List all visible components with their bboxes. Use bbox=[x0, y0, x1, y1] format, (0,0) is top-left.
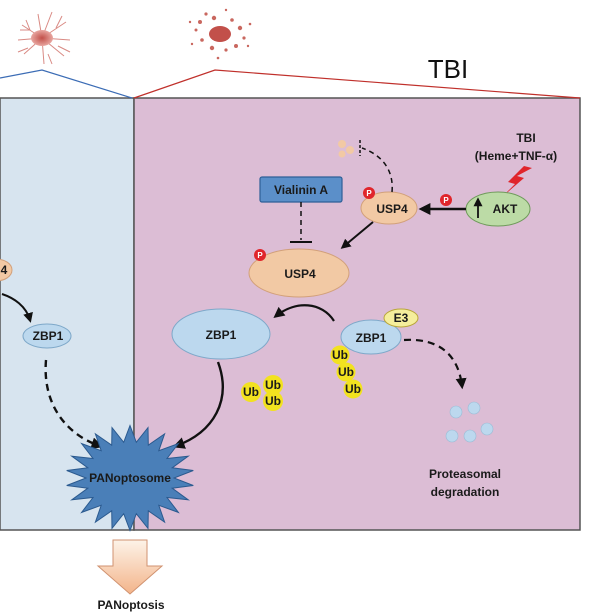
zbp1-control-label: ZBP1 bbox=[33, 329, 64, 343]
control-to-panoptosome-arrow bbox=[44, 359, 104, 450]
degraded-fragments-icon bbox=[338, 140, 354, 158]
panoptosome-label: PANoptosome bbox=[89, 471, 171, 485]
proteasomal-label-line1: Proteasomal bbox=[429, 467, 501, 481]
lightning-icon bbox=[501, 166, 532, 198]
usp4-main-phospho-badge: P bbox=[254, 249, 266, 261]
panoptosis-label: PANoptosis bbox=[97, 598, 164, 612]
usp4-degradation-dashed bbox=[361, 147, 393, 193]
control-zoom-line bbox=[0, 69, 133, 99]
ubiquitin-chain: Ub Ub Ub bbox=[330, 345, 363, 399]
svg-text:Ub: Ub bbox=[332, 348, 348, 362]
usp4-upper-label: USP4 bbox=[376, 202, 408, 216]
svg-text:Ub: Ub bbox=[243, 385, 259, 399]
zbp1-to-panoptosome-arrow bbox=[172, 361, 224, 449]
zbp1-stable-label: ZBP1 bbox=[206, 328, 237, 342]
svg-text:P: P bbox=[443, 196, 449, 205]
stimulus-detail: (Heme+TNF-α) bbox=[475, 149, 557, 163]
usp4-upper-phospho-badge: P bbox=[363, 187, 375, 199]
svg-text:Ub: Ub bbox=[265, 378, 281, 392]
free-ubiquitin: Ub Ub Ub bbox=[241, 375, 283, 411]
tbi-zoom-line bbox=[133, 69, 581, 99]
usp4-phospho-node bbox=[360, 191, 418, 225]
damaged-neuron-icon bbox=[188, 8, 252, 60]
usp4-left-partial-node: 4 bbox=[0, 258, 13, 282]
degradation-arrow bbox=[403, 338, 467, 390]
e3-ligase-label: E3 bbox=[394, 311, 409, 325]
usp4-activation-arrow bbox=[340, 221, 374, 249]
akt-phospho-badge: P bbox=[440, 194, 452, 206]
svg-text:4: 4 bbox=[1, 263, 8, 277]
zbp1-control-node bbox=[22, 323, 72, 349]
healthy-neuron-icon bbox=[17, 11, 71, 65]
zbp1-ubiquitinated-label: ZBP1 bbox=[356, 331, 387, 345]
usp4-main-node bbox=[248, 248, 350, 298]
proteasome-fragments-icon bbox=[445, 401, 494, 443]
zbp1-ubiquitinated-node bbox=[340, 319, 402, 355]
zbp1-stable-node bbox=[171, 308, 271, 360]
tbi-region-title: TBI bbox=[428, 54, 468, 84]
left-deubiquitination-arrow bbox=[1, 293, 33, 323]
panoptosis-arrow-icon bbox=[96, 539, 164, 595]
svg-text:Ub: Ub bbox=[345, 382, 361, 396]
deubiquitination-arrow bbox=[273, 304, 335, 322]
svg-text:P: P bbox=[366, 189, 372, 198]
svg-text:Ub: Ub bbox=[338, 365, 354, 379]
panoptosome-node bbox=[66, 424, 194, 532]
svg-text:P: P bbox=[257, 251, 263, 260]
akt-label: AKT bbox=[493, 202, 518, 216]
usp4-main-label: USP4 bbox=[284, 267, 316, 281]
e3-ligase-node bbox=[383, 308, 419, 328]
vialinin-a-label: Vialinin A bbox=[274, 183, 328, 197]
stimulus-title: TBI bbox=[516, 131, 535, 145]
proteasomal-label-line2: degradation bbox=[431, 485, 500, 499]
svg-text:Ub: Ub bbox=[265, 394, 281, 408]
